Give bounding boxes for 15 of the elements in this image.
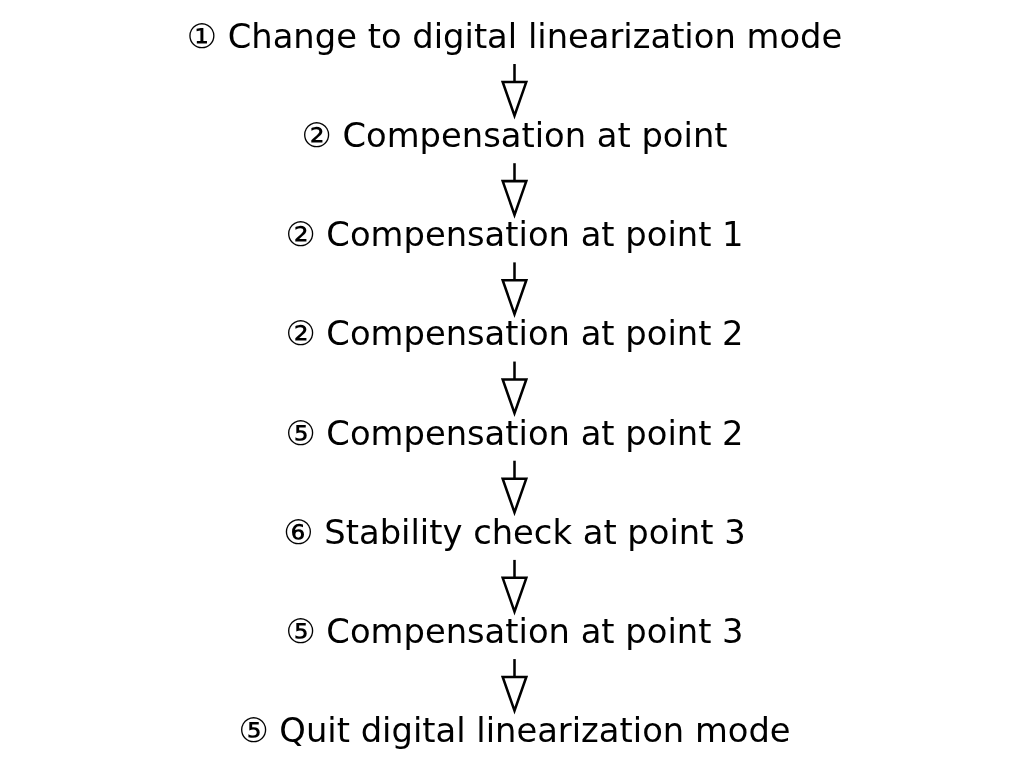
node-text: ⑤ Compensation at point 2 (284, 413, 744, 453)
arrow (500, 460, 528, 517)
arrow (500, 262, 528, 318)
node-text: ⑤ Compensation at point 3 (284, 611, 744, 651)
arrow (500, 361, 528, 418)
node-text: ⑤ Quit digital linearization mode (237, 711, 791, 751)
arrow (500, 64, 528, 120)
arrow (500, 659, 528, 715)
node-text: ② Compensation at point 1 (284, 215, 744, 255)
node-text: ① Change to digital linearization mode (186, 16, 842, 56)
arrow (500, 559, 528, 616)
arrow (500, 163, 528, 219)
node-text: ② Compensation at point 2 (284, 314, 744, 354)
node-text: ⑥ Stability check at point 3 (282, 512, 746, 552)
node-text: ② Compensation at point (300, 116, 728, 156)
